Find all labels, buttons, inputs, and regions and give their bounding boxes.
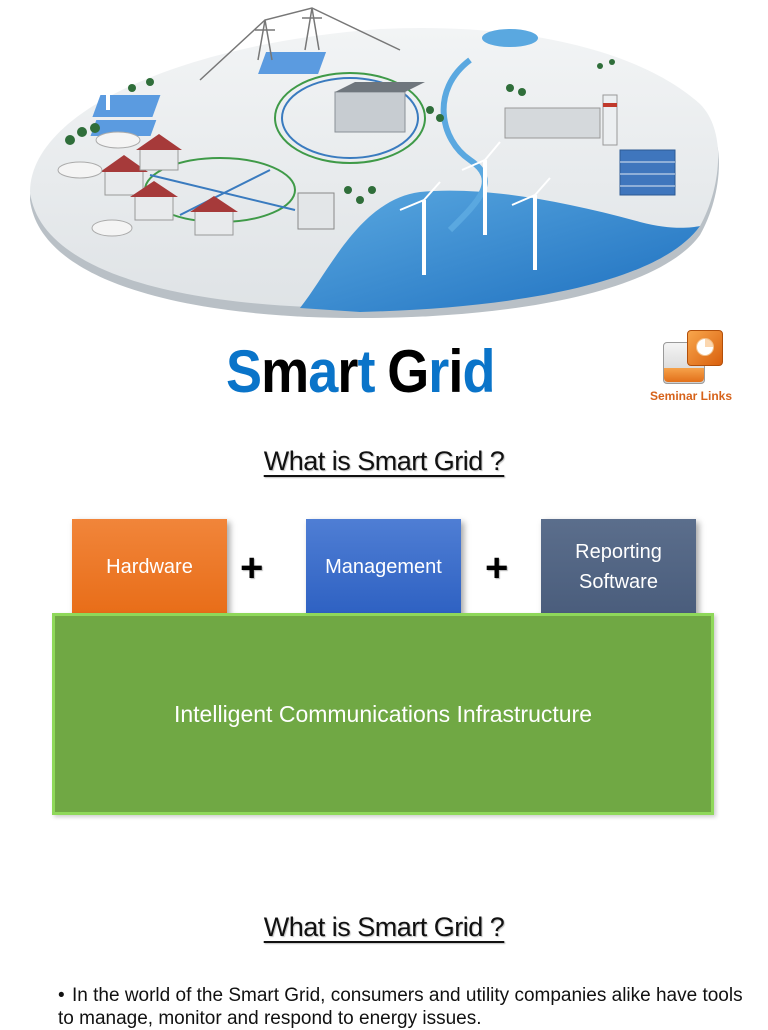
bullet-text: In the world of the Smart Grid, consumer… bbox=[58, 985, 743, 1029]
reporting-software-box: Reporting Software bbox=[541, 519, 696, 615]
intelligent-communications-infrastructure-box: Intelligent Communications Infrastructur… bbox=[52, 613, 714, 815]
brand-letter: G bbox=[387, 338, 429, 405]
brand-letter: a bbox=[308, 338, 338, 405]
brand-letter: i bbox=[448, 338, 463, 405]
hardware-label: Hardware bbox=[106, 556, 193, 578]
section-heading-what-is-smart-grid-2: What is Smart Grid ? bbox=[263, 912, 505, 942]
reporting-software-label: Reporting Software bbox=[575, 541, 662, 593]
smart-grid-illustration bbox=[0, 0, 768, 320]
logo-label: Seminar Links bbox=[649, 389, 733, 403]
logo-back-strip bbox=[664, 368, 704, 382]
bullet-dot-icon: • bbox=[58, 985, 65, 1006]
seminar-links-logo[interactable]: Seminar Links bbox=[646, 328, 736, 408]
infrastructure-label: Intelligent Communications Infrastructur… bbox=[173, 700, 593, 727]
management-label: Management bbox=[325, 556, 442, 578]
plus-operator: + bbox=[240, 546, 264, 590]
hardware-box: Hardware bbox=[72, 519, 227, 615]
bullet-item: •In the world of the Smart Grid, consume… bbox=[58, 984, 758, 1030]
brand-letter: S bbox=[226, 338, 262, 405]
brand-letter: m bbox=[261, 338, 309, 405]
smart-grid-illustration-icon bbox=[30, 7, 719, 319]
brand-letter: t bbox=[357, 338, 376, 405]
presentation-pie-icon bbox=[696, 338, 714, 356]
management-box: Management bbox=[306, 519, 461, 615]
brand-letter: r bbox=[428, 338, 449, 405]
plus-operator: + bbox=[485, 546, 509, 590]
brand-letter: d bbox=[462, 338, 496, 405]
section-heading-what-is-smart-grid: What is Smart Grid ? bbox=[263, 446, 505, 476]
brand-letter: r bbox=[337, 338, 358, 405]
